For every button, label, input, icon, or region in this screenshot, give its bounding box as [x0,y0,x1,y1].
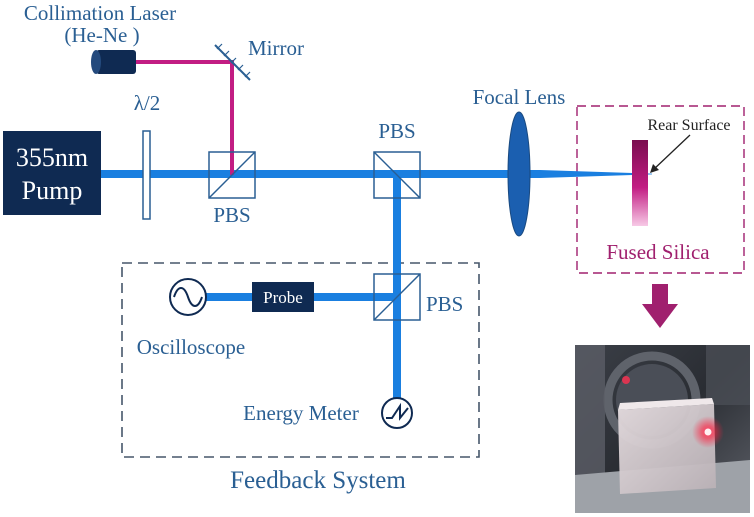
pbs-2-icon [373,151,421,199]
rear-surface-label: Rear Surface [647,117,730,134]
focused-beam [540,170,652,178]
feedback-system-box [121,262,480,458]
collimation-laser-label-line2: (He-Ne ) [64,23,139,47]
pump-beam [100,170,540,178]
down-arrow-icon [642,284,678,328]
pbs-3-label: PBS [426,292,463,316]
probe-box [252,282,314,312]
fused-silica-sample [632,140,648,226]
energy-meter-label: Energy Meter [243,401,359,425]
rear-surface-arrow [650,134,691,173]
fused-silica-label: Fused Silica [606,240,710,264]
focal-lens [507,111,531,237]
feedback-system-label: Feedback System [230,467,406,494]
sample-photo [575,345,750,513]
sine-wave-icon [169,278,207,316]
pump-laser-box [3,131,101,215]
pbs-1-icon [208,151,256,199]
sawtooth-wave-icon [381,397,413,429]
pbs-2-label: PBS [378,119,415,143]
half-wave-plate [142,130,151,220]
mirror-icon [214,43,251,81]
probe-label: Probe [263,288,303,307]
pump-label-line1: 355nm [16,143,88,172]
collimation-laser-label-line1: Collimation Laser [24,1,176,25]
collimation-laser [91,50,136,74]
oscilloscope-label: Oscilloscope [137,335,245,359]
pbs-1-label: PBS [213,203,250,227]
pump-label-line2: Pump [22,176,83,205]
half-wave-label: λ/2 [134,91,161,115]
pbs-3-icon [373,273,421,321]
focal-lens-label: Focal Lens [473,85,566,109]
feedback-beam-vertical [393,174,401,398]
mirror-label: Mirror [248,36,304,60]
